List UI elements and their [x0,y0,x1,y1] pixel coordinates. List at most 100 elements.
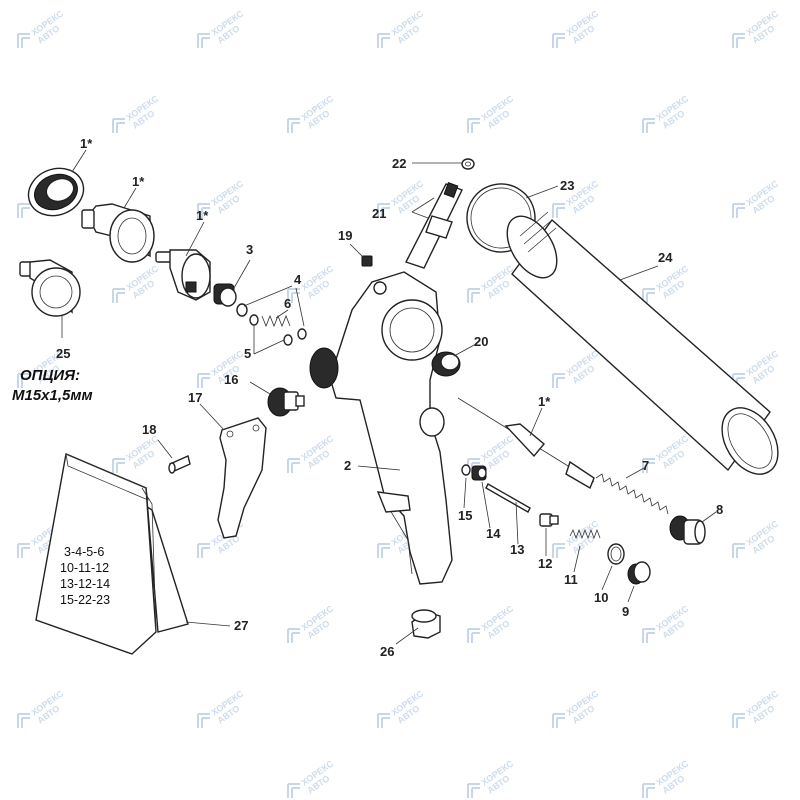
label-13: 13 [510,542,524,557]
label-1-star-b: 1* [132,174,145,189]
watermark-icon [377,713,390,728]
watermark-icon [287,288,300,303]
label-5: 5 [244,346,251,361]
part-20-nut [431,351,461,377]
part-27-kit-bag [35,453,189,655]
watermark-icon [552,373,565,388]
leader-lines [61,149,717,645]
label-24: 24 [658,250,673,265]
label-21: 21 [372,206,386,221]
part-12-valve [539,513,559,527]
part-7-spring [595,473,669,515]
watermark-icon [112,118,125,133]
part-18-pin [168,455,191,474]
label-15: 15 [458,508,472,523]
watermark-icon [732,713,745,728]
part-13-pin [485,483,531,513]
watermark-icon [287,783,300,798]
watermark-icon [642,458,655,473]
watermark-icon [552,33,565,48]
part-21-piston-rod [405,182,463,269]
part-1-nozzle-cone [81,203,155,263]
part-19-small-nut [361,255,373,267]
watermark-icon [17,543,30,558]
watermark-icon [112,288,125,303]
watermark-icon [642,628,655,643]
part-9-cap [627,561,651,585]
kit-line: 15-22-23 [60,593,110,607]
watermark-icon [17,713,30,728]
watermark-icon [197,373,210,388]
option-note: ОПЦИЯ: М15х1,5мм [12,367,93,404]
watermark-icon [552,713,565,728]
label-1-star-a: 1* [80,136,93,151]
label-11: 11 [564,572,578,587]
label-8: 8 [716,502,723,517]
part-25-option-nozzle [19,259,81,317]
label-17: 17 [188,390,202,405]
part-14-nut [471,465,487,481]
watermark-icon [17,373,30,388]
watermark-icon [377,33,390,48]
label-18: 18 [142,422,156,437]
watermark-icon [197,713,210,728]
watermark-icon [287,458,300,473]
watermark-icon [197,543,210,558]
part-1-rod-assembly [457,397,595,490]
label-1-star-d: 1* [538,394,551,409]
kit-line: 10-11-12 [60,561,109,575]
part-15-ring [461,464,471,476]
watermark-icon [732,543,745,558]
part-3-nut [213,283,237,307]
part-24-barrel [506,211,779,475]
part-26-clip [411,609,441,639]
part-2-gun-body [309,271,453,585]
label-10: 10 [594,590,608,605]
watermark-icon [377,203,390,218]
option-note-title: ОПЦИЯ: [20,367,80,384]
watermark-icon [197,203,210,218]
watermark-icon [467,118,480,133]
part-22-washer [461,158,475,170]
watermark-icon [732,33,745,48]
label-2: 2 [344,458,351,473]
watermark-icon [287,118,300,133]
label-16: 16 [224,372,238,387]
watermark-icon [467,288,480,303]
watermark-icon [732,203,745,218]
label-22: 22 [392,156,406,171]
part-17-trigger [217,417,267,539]
label-12: 12 [538,556,552,571]
kit-contents-list: 3-4-5-6 10-11-12 13-12-14 15-22-23 [60,545,110,607]
label-7: 7 [642,458,649,473]
watermark-icon [552,203,565,218]
part-8-cap [669,515,706,545]
watermark-icon [642,288,655,303]
part-number-labels: 1* 1* 1* 3 4 6 5 25 16 17 18 19 22 21 23… [56,136,723,659]
label-20: 20 [474,334,488,349]
